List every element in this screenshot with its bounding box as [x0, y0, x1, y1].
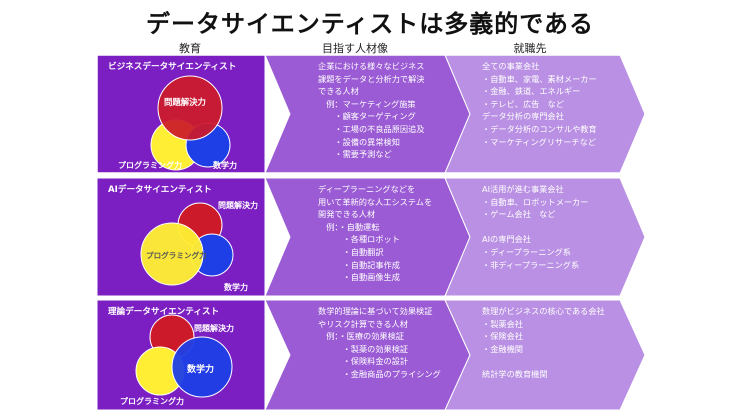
- venn-1-programming-label: プログラミング力: [118, 161, 182, 170]
- venn-3-programming-label: プログラミング力: [120, 397, 184, 406]
- venn-2-programming-circle: [140, 222, 204, 286]
- row-1-band: [96, 54, 646, 174]
- venn-2-problem-label: 問題解決力: [218, 201, 258, 210]
- row-3-title: 理論データサイエンティスト: [108, 307, 220, 317]
- venn-1-math-label: 数学力: [213, 161, 237, 170]
- row-2-career-chevron: [444, 177, 646, 297]
- row-1-title: ビジネスデータサイエンティスト: [108, 62, 237, 72]
- row-3-career-text: 数理がビジネスの核心である会社・製薬会社・保険会社・金融機関 統計学の教育機関: [482, 306, 605, 379]
- venn-1-problem-circle: [157, 75, 223, 141]
- venn-3-problem-label: 問題解決力: [194, 324, 234, 333]
- row-1-career-text: 全ての事業会社・自動車、家電、素材メーカー・金融、鉄道、エネルギー・テレビ、広告…: [482, 61, 597, 147]
- venn-2-math-label: 数学力: [224, 283, 248, 292]
- row-2-title: AIデータサイエンティスト: [108, 185, 212, 195]
- row-3-talent-text: 数学的理論に基づいて効果検証やリスク計算できる人材 例：・医療の効果検証 ・製薬…: [318, 306, 441, 379]
- venn-diagram-2: [140, 202, 234, 286]
- column-header-talent: 目指す人材像: [322, 42, 388, 55]
- venn-diagram-3: [135, 314, 233, 398]
- venn-1-problem-label: 問題解決力: [164, 97, 206, 107]
- row-3-career-chevron: [444, 299, 646, 411]
- venn-3-math-label: 数学力: [187, 365, 215, 375]
- column-header-education: 教育: [179, 42, 201, 55]
- venn-diagram-1: [150, 75, 231, 171]
- venn-3-math-circle: [171, 336, 233, 398]
- venn-2-programming-label: プログラミング力: [146, 251, 207, 260]
- row-2-career-text: AI活用が進む事業会社・自動車、ロボットメーカー・ゲーム会社 など AIの専門会…: [482, 184, 589, 270]
- row-2-talent-text: ディープラーニングなどを用いて革新的な人工システムを開発できる人材 例：・自動運…: [318, 184, 433, 283]
- page-title: データサイエンティストは多義的である: [145, 10, 595, 38]
- row-1-talent-text: 企業における様々なビジネス課題をデータと分析力で解決できる人材 例：マーケティン…: [318, 61, 425, 160]
- column-header-career: 就職先: [513, 42, 547, 55]
